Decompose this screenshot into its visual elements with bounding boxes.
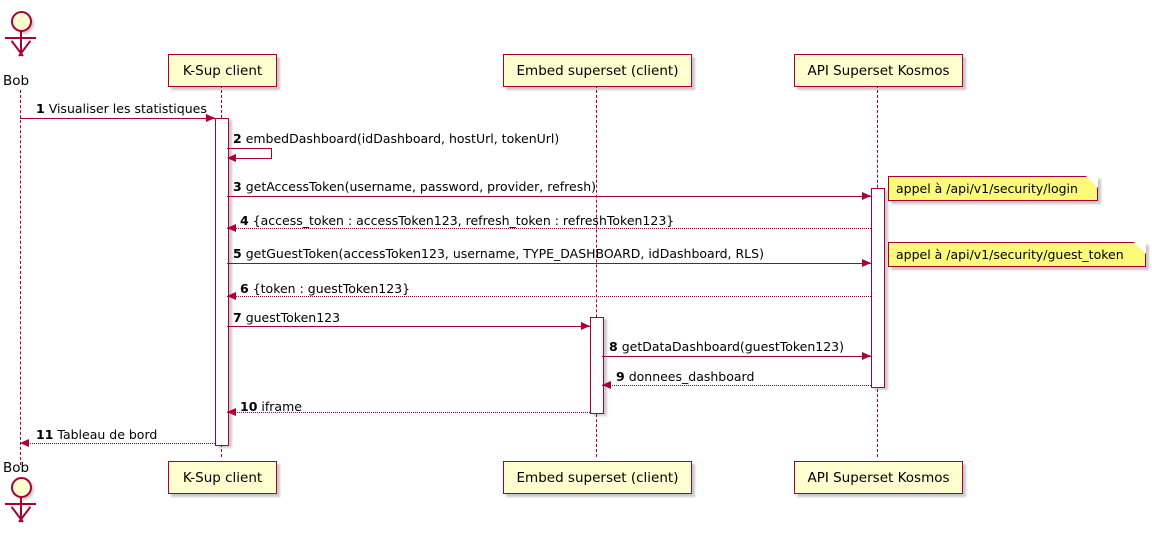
message-4-label: 4 {access_token : accessToken123, refres…: [240, 213, 674, 228]
note-guest-token-text: appel à /api/v1/security/guest_token: [896, 247, 1124, 262]
actor-bob-top: [0, 0, 45, 80]
lifeline-bob: [20, 90, 21, 465]
actor-bob-label-bottom: Bob: [3, 460, 30, 476]
message-7-label: 7 guestToken123: [233, 310, 340, 325]
note-fold-icon: [1134, 242, 1146, 254]
message-3-text: getAccessToken(username, password, provi…: [245, 179, 597, 194]
actor-arms: [5, 503, 36, 505]
message-4-number: 4: [240, 213, 249, 228]
message-3-line: [227, 196, 871, 197]
note-guest-token: appel à /api/v1/security/guest_token: [888, 242, 1146, 267]
message-9-line: [602, 385, 871, 386]
participant-embed-superset-bottom[interactable]: Embed superset (client): [503, 461, 692, 494]
actor-bob-label-top: Bob: [3, 73, 30, 89]
participant-ksup-client-bottom[interactable]: K-Sup client: [168, 461, 277, 494]
message-7-line: [227, 326, 590, 327]
message-4-line: [227, 228, 871, 229]
message-8-label: 8 getDataDashboard(guestToken123): [609, 339, 844, 354]
actor-torso: [20, 496, 22, 522]
participant-api-superset-kosmos-top[interactable]: API Superset Kosmos: [794, 54, 963, 87]
message-1-arrowhead: [206, 113, 215, 122]
message-6-arrowhead: [227, 291, 236, 300]
participant-embed-superset-top[interactable]: Embed superset (client): [503, 54, 692, 87]
message-11-arrowhead: [20, 438, 29, 447]
message-1-line: [20, 118, 215, 119]
lifeline-embed: [596, 85, 597, 457]
message-2-self-right: [271, 148, 272, 158]
message-1-label: 1 Visualiser les statistiques: [36, 101, 207, 116]
message-8-number: 8: [609, 339, 618, 354]
message-7-number: 7: [233, 310, 242, 325]
activation-ksup-client: [215, 118, 229, 446]
actor-head-icon: [11, 477, 32, 498]
message-8-text: getDataDashboard(guestToken123): [621, 339, 845, 354]
message-5-label: 5 getGuestToken(accessToken123, username…: [233, 246, 764, 261]
message-9-number: 9: [616, 369, 625, 384]
message-5-number: 5: [233, 246, 242, 261]
actor-bob-bottom: [0, 477, 45, 543]
message-10-label: 10 iframe: [240, 399, 302, 414]
note-login-text: appel à /api/v1/security/login: [896, 181, 1078, 196]
message-3-label: 3 getAccessToken(username, password, pro…: [233, 179, 596, 194]
message-2-self-top: [227, 148, 272, 149]
message-5-arrowhead: [862, 258, 871, 267]
message-2-self-bottom: [236, 158, 272, 159]
message-9-text: donnees_dashboard: [628, 369, 755, 384]
message-10-number: 10: [240, 399, 258, 414]
message-4-text: {access_token : accessToken123, refresh_…: [252, 213, 675, 228]
actor-torso: [20, 30, 22, 56]
message-4-arrowhead: [227, 223, 236, 232]
message-11-label: 11 Tableau de bord: [36, 427, 157, 442]
note-fold-icon: [1086, 176, 1098, 188]
message-6-label: 6 {token : guestToken123}: [240, 281, 410, 296]
message-6-number: 6: [240, 281, 249, 296]
activation-embed-superset: [590, 317, 604, 414]
message-2-label: 2 embedDashboard(idDashboard, hostUrl, t…: [233, 131, 559, 146]
message-8-arrowhead: [862, 351, 871, 360]
participant-api-superset-kosmos-bottom[interactable]: API Superset Kosmos: [794, 461, 963, 494]
message-6-text: {token : guestToken123}: [252, 281, 411, 296]
message-2-number: 2: [233, 131, 242, 146]
message-1-number: 1: [36, 101, 45, 116]
message-6-line: [227, 296, 871, 297]
actor-head-icon: [11, 11, 32, 32]
message-1-text: Visualiser les statistiques: [48, 101, 207, 116]
message-9-arrowhead: [602, 380, 611, 389]
message-10-arrowhead: [227, 407, 236, 416]
message-11-number: 11: [36, 427, 54, 442]
actor-arms: [5, 37, 36, 39]
note-login: appel à /api/v1/security/login: [888, 176, 1098, 201]
message-3-number: 3: [233, 179, 242, 194]
message-11-line: [20, 443, 215, 444]
message-8-line: [602, 356, 871, 357]
participant-ksup-client-top[interactable]: K-Sup client: [168, 54, 277, 87]
message-9-label: 9 donnees_dashboard: [616, 369, 754, 384]
message-5-text: getGuestToken(accessToken123, username, …: [245, 246, 764, 261]
activation-api-superset: [871, 188, 885, 388]
message-5-line: [227, 263, 871, 264]
message-10-line: [227, 412, 590, 413]
message-11-text: Tableau de bord: [57, 427, 158, 442]
message-7-text: guestToken123: [245, 310, 341, 325]
message-10-text: iframe: [261, 399, 302, 414]
message-2-arrowhead: [227, 153, 236, 162]
message-3-arrowhead: [862, 191, 871, 200]
message-7-arrowhead: [581, 321, 590, 330]
message-2-text: embedDashboard(idDashboard, hostUrl, tok…: [245, 131, 560, 146]
